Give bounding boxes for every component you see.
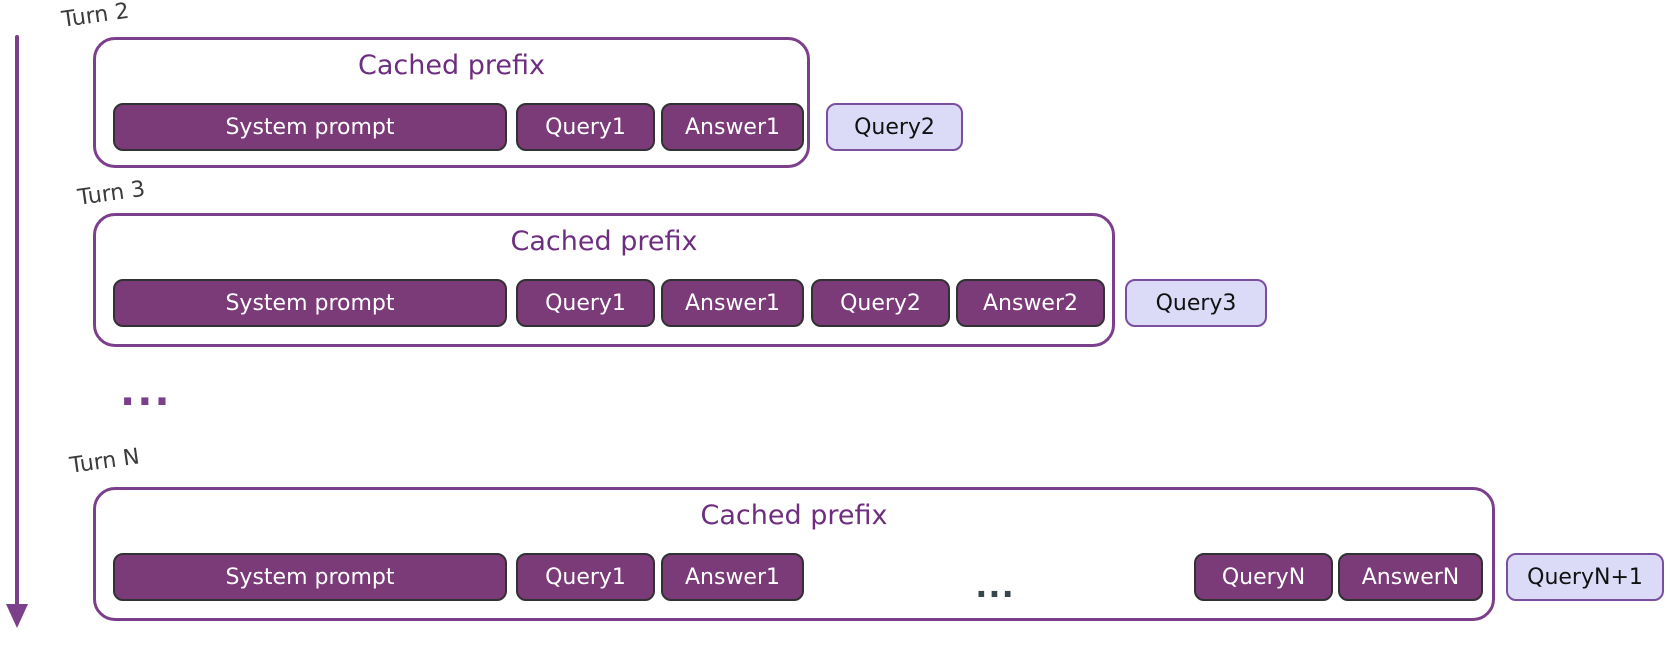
token-pill-queryn: QueryN (1194, 553, 1333, 601)
token-pill-answer2: Answer2 (956, 279, 1105, 327)
token-pill-query1: Query1 (516, 279, 655, 327)
turn-2-label: Turn 2 (60, 0, 131, 33)
tokens-continuation-ellipsis: ... (975, 567, 1015, 606)
rows-continuation-ellipsis: ... (120, 369, 172, 415)
new-query-pill-queryn1: QueryN+1 (1506, 553, 1664, 601)
cached-prefix-title: Cached prefix (700, 500, 888, 531)
cached-prefix-title: Cached prefix (510, 226, 698, 257)
token-pill-system-prompt: System prompt (113, 553, 507, 601)
new-query-pill-query2: Query2 (826, 103, 963, 151)
down-arrow-icon (6, 604, 28, 628)
token-pill-system-prompt: System prompt (113, 279, 507, 327)
token-pill-query1: Query1 (516, 553, 655, 601)
turn-3-label: Turn 3 (76, 176, 147, 211)
token-pill-system-prompt: System prompt (113, 103, 507, 151)
timeline-arrow-line (15, 35, 19, 607)
token-pill-answern: AnswerN (1338, 553, 1483, 601)
new-query-pill-query3: Query3 (1125, 279, 1267, 327)
token-pill-query2: Query2 (811, 279, 950, 327)
turn-n-label: Turn N (68, 444, 142, 479)
token-pill-answer1: Answer1 (661, 103, 804, 151)
token-pill-answer1: Answer1 (661, 279, 804, 327)
token-pill-query1: Query1 (516, 103, 655, 151)
token-pill-answer1: Answer1 (661, 553, 804, 601)
cached-prefix-title: Cached prefix (358, 50, 545, 81)
